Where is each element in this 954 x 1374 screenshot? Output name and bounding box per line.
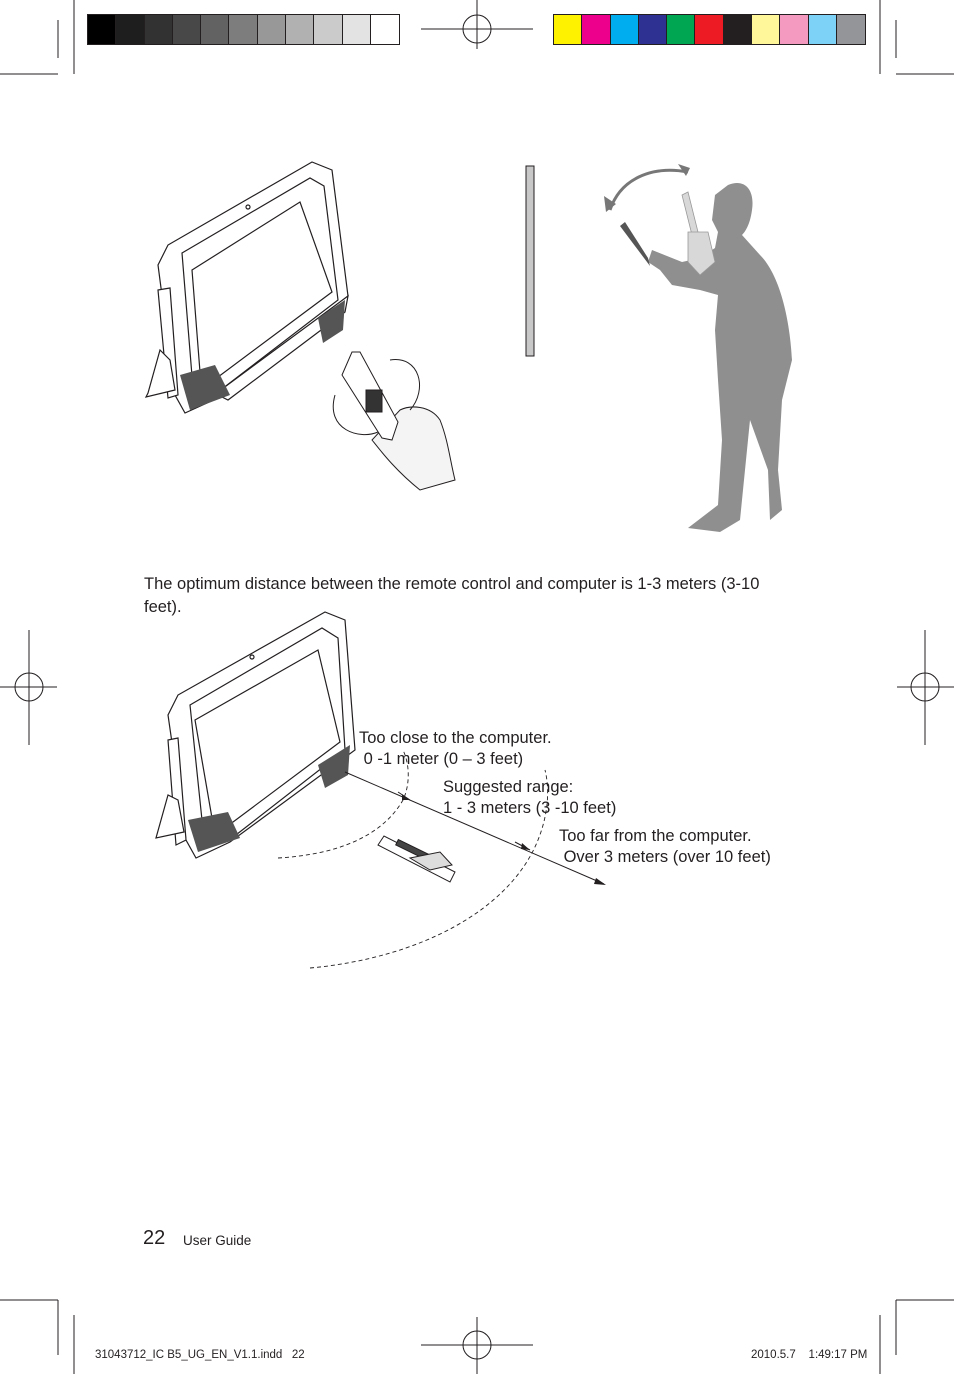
color-swatch bbox=[116, 15, 145, 44]
remote-illustration bbox=[377, 835, 456, 883]
color-swatch bbox=[667, 15, 696, 44]
wall-illustration bbox=[525, 165, 535, 357]
color-swatch bbox=[370, 15, 400, 44]
footer-section-title: User Guide bbox=[183, 1233, 252, 1248]
color-swatch bbox=[257, 15, 287, 44]
suggested-title: Suggested range: bbox=[443, 778, 574, 796]
color-swatch bbox=[201, 15, 230, 44]
remote-motion-ghosts bbox=[681, 191, 716, 276]
range-arrow-line bbox=[344, 771, 605, 885]
color-swatch bbox=[808, 15, 837, 44]
color-swatch bbox=[286, 15, 315, 44]
too-close-title: Too close to the computer. bbox=[359, 729, 552, 747]
color-swatch bbox=[88, 15, 117, 44]
slug-filename: 31043712_IC B5_UG_EN_V1.1.indd 22 bbox=[95, 1349, 305, 1361]
slug-timestamp: 2010.5.7 1:49:17 PM bbox=[751, 1349, 868, 1361]
color-swatch bbox=[752, 15, 781, 44]
color-swatch bbox=[836, 15, 866, 44]
color-swatch bbox=[342, 15, 371, 44]
page-number: 22 bbox=[143, 1227, 166, 1249]
color-swatch bbox=[554, 15, 583, 44]
color-swatch-bar bbox=[553, 14, 867, 45]
distance-caption: The optimum distance between the remote … bbox=[144, 574, 760, 616]
hand-with-remote-illustration bbox=[332, 351, 456, 491]
color-swatch bbox=[314, 15, 343, 44]
suggested-range: 1 - 3 meters (3 -10 feet) bbox=[443, 799, 617, 817]
color-swatch bbox=[695, 15, 724, 44]
suggested-range-arc bbox=[309, 769, 549, 969]
color-swatch bbox=[638, 15, 668, 44]
grayscale-swatch-bar bbox=[87, 14, 401, 45]
color-swatch bbox=[610, 15, 639, 44]
color-swatch bbox=[582, 15, 611, 44]
too-far-range: Over 3 meters (over 10 feet) bbox=[559, 848, 771, 866]
computer-illustration-top bbox=[144, 161, 349, 414]
color-swatch bbox=[172, 15, 202, 44]
too-close-range: 0 -1 meter (0 – 3 feet) bbox=[359, 750, 524, 768]
color-swatch bbox=[780, 15, 809, 44]
motion-arrow bbox=[608, 168, 689, 211]
color-swatch bbox=[229, 15, 258, 44]
color-swatch bbox=[144, 15, 173, 44]
color-swatch bbox=[723, 15, 753, 44]
too-far-title: Too far from the computer. bbox=[559, 827, 752, 845]
close-range-arc bbox=[277, 749, 409, 859]
person-silhouette-illustration bbox=[620, 182, 792, 533]
computer-illustration-bottom bbox=[155, 611, 356, 859]
